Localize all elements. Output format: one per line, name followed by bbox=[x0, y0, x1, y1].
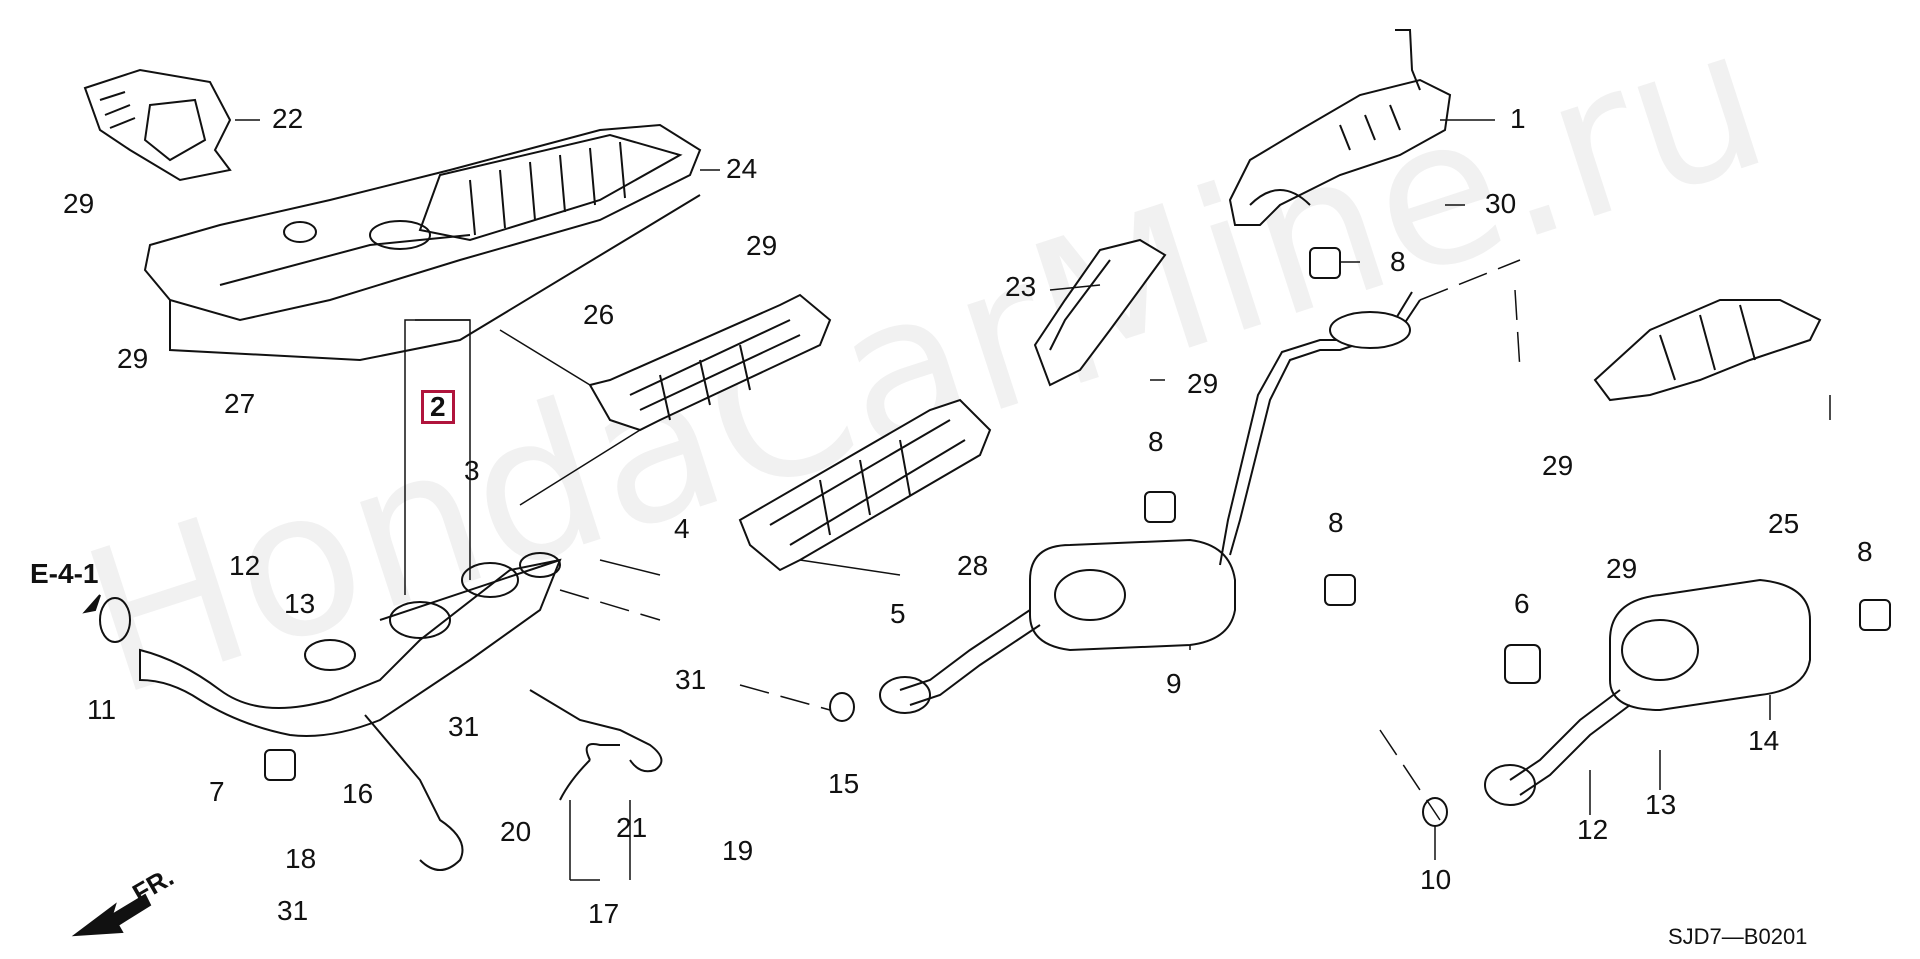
part-label-7: 7 bbox=[209, 776, 225, 807]
part-label-8-b: 8 bbox=[1148, 426, 1164, 457]
front-arrow bbox=[71, 893, 152, 937]
center-muffler-9 bbox=[879, 291, 1421, 714]
part-label-6: 6 bbox=[1514, 588, 1530, 619]
part-label-31-a: 31 bbox=[675, 664, 707, 695]
oxygen-sensors bbox=[364, 689, 663, 871]
part-label-12-b: 12 bbox=[1577, 814, 1609, 845]
heat-shield-22 bbox=[83, 68, 232, 182]
part-label-15: 15 bbox=[828, 768, 860, 799]
part-label-13-a: 13 bbox=[284, 588, 316, 619]
part-label-31-c: 31 bbox=[277, 895, 309, 926]
rear-muffler-14 bbox=[1484, 578, 1811, 806]
part-label-1: 1 bbox=[1510, 103, 1526, 134]
part-label-29-a: 29 bbox=[63, 188, 95, 219]
part-label-5: 5 bbox=[890, 598, 906, 629]
part-label-28: 28 bbox=[957, 550, 989, 581]
part-label-27: 27 bbox=[224, 388, 256, 419]
part-label-23: 23 bbox=[1005, 271, 1037, 302]
part-label-18: 18 bbox=[285, 843, 317, 874]
part-label-10: 10 bbox=[1420, 864, 1452, 895]
heat-shield-4 bbox=[588, 293, 832, 432]
guide-lines bbox=[559, 259, 1521, 821]
heat-shield-upper bbox=[143, 123, 702, 362]
part-label-30: 30 bbox=[1485, 188, 1517, 219]
part-label-24: 24 bbox=[726, 153, 758, 184]
part-label-17: 17 bbox=[588, 898, 620, 929]
part-label-8-c: 8 bbox=[1328, 507, 1344, 538]
reference-label: E-4-1 bbox=[30, 558, 99, 589]
diagram-code: SJD7—B0201 bbox=[1668, 924, 1808, 949]
heat-shield-1 bbox=[1228, 29, 1452, 226]
part-label-22: 22 bbox=[272, 103, 304, 134]
part-label-13-b: 13 bbox=[1645, 789, 1677, 820]
part-label-14: 14 bbox=[1748, 725, 1780, 756]
part-label-11: 11 bbox=[87, 694, 117, 725]
bracket-23 bbox=[1033, 238, 1167, 387]
leader-lines bbox=[235, 119, 1831, 881]
part-label-29-d: 29 bbox=[1187, 368, 1219, 399]
hangers-8 bbox=[264, 247, 1891, 781]
heat-shield-25 bbox=[1593, 299, 1822, 402]
part-label-25: 25 bbox=[1768, 508, 1800, 539]
part-label-4: 4 bbox=[674, 513, 690, 544]
part-label-8-a: 8 bbox=[1390, 246, 1406, 277]
part-label-12-a: 12 bbox=[229, 550, 261, 581]
part-label-9: 9 bbox=[1166, 668, 1182, 699]
part-label-8-d: 8 bbox=[1857, 536, 1873, 567]
heat-shield-5 bbox=[738, 398, 992, 572]
part-label-31-b: 31 bbox=[448, 711, 480, 742]
part-label-29-c: 29 bbox=[117, 343, 149, 374]
part-label-29-e: 29 bbox=[1542, 450, 1574, 481]
reference-arrow bbox=[82, 594, 101, 614]
part-label-29-b: 29 bbox=[746, 230, 778, 261]
part-label-21: 21 bbox=[616, 812, 648, 843]
part-label-26: 26 bbox=[583, 299, 615, 330]
catalytic-converter bbox=[139, 552, 562, 737]
part-label-19: 19 bbox=[722, 835, 754, 866]
part-label-20: 20 bbox=[500, 816, 532, 847]
part-label-3: 3 bbox=[464, 455, 480, 486]
part-label-16: 16 bbox=[342, 778, 374, 809]
part-label-2: 2 bbox=[421, 390, 455, 424]
part-label-29-f: 29 bbox=[1606, 553, 1638, 584]
gaskets bbox=[99, 597, 1448, 827]
